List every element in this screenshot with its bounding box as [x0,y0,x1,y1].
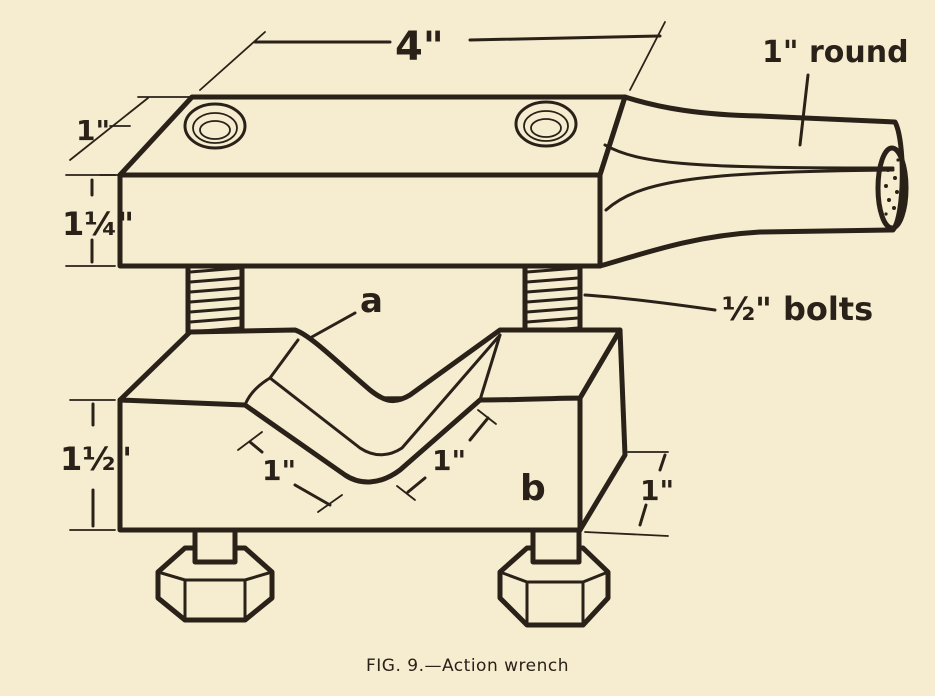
dimension-top-height [65,174,116,267]
figure-caption: FIG. 9.—Action wrench [365,656,569,676]
label-bolts: ½" bolts [722,290,873,328]
label-length: 4" [395,24,444,70]
leader-round [798,73,810,147]
bolt-hole-right [514,100,578,148]
dimension-bottom-height [69,399,116,531]
label-bottom-depth: 1" [640,474,674,507]
label-top-depth: 1" [76,114,110,147]
dimension-groove-left [237,431,343,513]
label-part-b: b [520,468,546,509]
label-part-a: a [360,281,383,321]
label-round: 1" round [762,35,909,70]
bottom-block [117,327,628,533]
label-bottom-height: 1½" [60,440,132,478]
dimension-bottom-depth [584,451,669,537]
handle [597,94,909,269]
leader-bolts [583,293,717,312]
nut-right [497,525,611,628]
nut-left [155,525,275,623]
top-block [117,94,628,269]
bolt-hole-left [183,102,247,150]
dimension-groove-right [396,409,497,501]
label-groove-left: 1" [262,454,296,487]
leader-a [308,311,357,340]
dimension-4in [199,21,666,91]
label-groove-right: 1" [432,444,466,477]
label-top-height: 1¼" [62,205,134,243]
